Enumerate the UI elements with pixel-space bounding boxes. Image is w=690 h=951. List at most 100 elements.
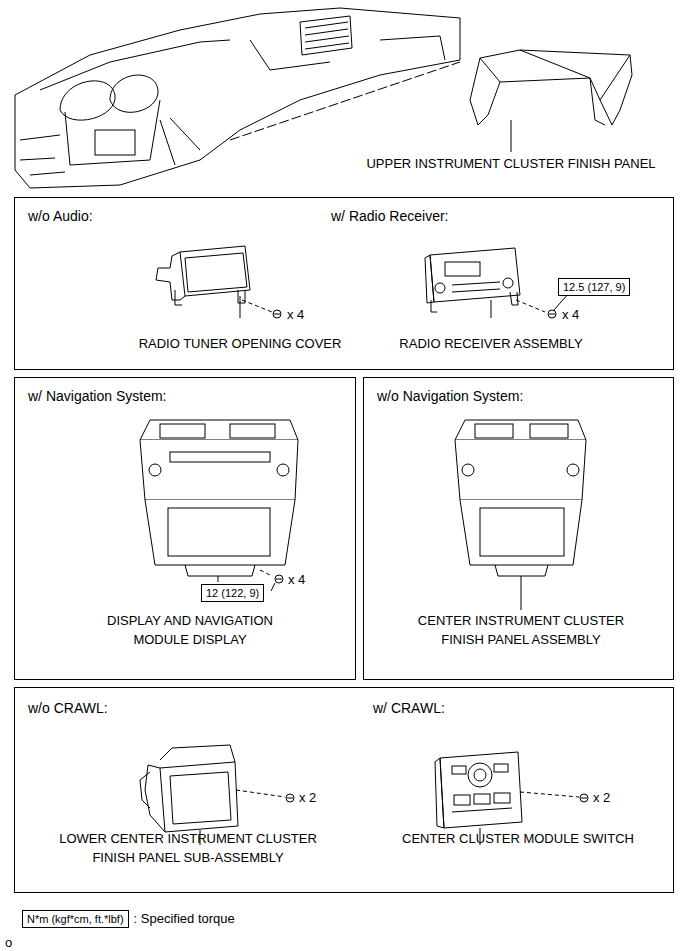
- bolt-symbol: [580, 794, 588, 802]
- upper-panel-drawing: [470, 50, 632, 152]
- radio-receiver-drawing: [510, 292, 518, 305]
- navigation-display-drawing: [277, 464, 289, 476]
- variant-heading: w/o Audio:: [28, 208, 93, 224]
- lower-panel-drawing: [170, 772, 231, 824]
- variant-heading: w/ Radio Receiver:: [331, 208, 449, 224]
- navigation-display-drawing: [185, 565, 255, 576]
- lower-panel-drawing: [236, 790, 285, 797]
- bolt-symbol: [276, 579, 282, 580]
- radio-receiver-drawing: [503, 278, 513, 288]
- navigation-display-drawing: [160, 424, 205, 438]
- part-name: RADIO RECEIVER ASSEMBLY: [366, 334, 616, 353]
- tuner-cover-drawing: [156, 252, 185, 300]
- radio-receiver-drawing: [430, 248, 520, 302]
- bolt-symbol: [273, 310, 281, 318]
- radio-receiver-drawing: [491, 300, 492, 318]
- dashboard-drawing: [60, 81, 115, 120]
- variant-heading: w/o Navigation System:: [377, 388, 523, 404]
- module-switch-drawing: [435, 758, 444, 828]
- dashboard-drawing: [95, 130, 135, 155]
- center-panel-drawing: [521, 576, 522, 610]
- bolt-symbol: [548, 310, 556, 318]
- dashboard-drawing: [65, 100, 160, 165]
- upper-panel-drawing: [470, 50, 632, 125]
- bolt-symbol: [287, 798, 293, 799]
- tuner-cover-drawing: [156, 246, 272, 318]
- dashboard-drawing: [20, 135, 65, 175]
- center-panel-drawing: [480, 508, 564, 556]
- quantity: x 4: [288, 570, 305, 589]
- module-switch-drawing: [474, 769, 486, 781]
- radio-receiver-drawing: [425, 255, 434, 303]
- lower-panel-drawing: [160, 762, 238, 832]
- center-panel-drawing: [495, 565, 548, 576]
- lower-panel-drawing: [160, 745, 235, 762]
- module-switch-drawing: [454, 795, 470, 805]
- navigation-display-drawing: [140, 420, 298, 591]
- torque-value: 12 (122, 9): [206, 587, 259, 599]
- navigation-display-drawing: [140, 420, 298, 440]
- tuner-cover-drawing: [185, 253, 247, 292]
- dashboard-drawing: [160, 118, 200, 165]
- bolt-symbol: [549, 314, 555, 315]
- bolt-symbol: [548, 310, 556, 318]
- radio-receiver-drawing: [516, 300, 545, 312]
- bolt-symbol: [286, 794, 294, 802]
- upper-panel-drawing: [480, 50, 630, 100]
- module-switch-drawing: [452, 766, 466, 774]
- module-switch-drawing: [468, 763, 492, 787]
- center-panel-drawing: [530, 424, 568, 438]
- variant-heading: w/ CRAWL:: [373, 700, 445, 716]
- center-panel-drawing: [475, 424, 513, 438]
- radio-receiver-drawing: [452, 282, 500, 292]
- variant-heading: w/ Navigation System:: [28, 388, 167, 404]
- part-name: CENTER INSTRUMENT CLUSTER FINISH PANEL A…: [396, 611, 646, 649]
- module-switch-drawing: [494, 793, 510, 803]
- radio-receiver-drawing: [435, 283, 445, 293]
- tuner-cover-drawing: [242, 300, 272, 312]
- navigation-display-drawing: [271, 583, 275, 591]
- part-name: CENTER CLUSTER MODULE SWITCH: [373, 829, 663, 848]
- dashboard-drawing: [230, 62, 460, 140]
- quantity: x 4: [562, 305, 579, 324]
- bolt-symbol: [580, 794, 588, 802]
- bolt-symbol: [286, 794, 294, 802]
- upper-panel-drawing: [511, 120, 512, 152]
- bolt-symbol: [581, 798, 587, 799]
- radio-receiver-drawing: [431, 300, 437, 312]
- module-switch-drawing: [520, 792, 579, 797]
- quantity: x 2: [299, 788, 316, 807]
- dashboard-drawing: [250, 36, 445, 70]
- module-switch-drawing: [474, 794, 490, 804]
- tuner-cover-drawing: [180, 246, 250, 296]
- bolt-symbol: [275, 575, 283, 583]
- quantity: x 2: [593, 788, 610, 807]
- navigation-display-drawing: [260, 570, 272, 576]
- center-panel-drawing: [455, 420, 586, 610]
- dashboard-drawing: [305, 22, 349, 49]
- torque-value: N*m (kgf*cm, ft.*lbf): [27, 913, 124, 925]
- radio-receiver-drawing: [445, 262, 480, 276]
- navigation-display-drawing: [168, 508, 270, 556]
- module-switch-drawing: [440, 752, 522, 828]
- navigation-display-drawing: [230, 424, 275, 438]
- center-panel-drawing: [455, 420, 586, 440]
- page-mark: o: [5, 933, 12, 951]
- module-switch-drawing: [452, 808, 512, 812]
- legend-torque-box: N*m (kgf*cm, ft.*lbf): [22, 910, 129, 928]
- lower-panel-drawing: [140, 745, 285, 845]
- navigation-display-drawing: [170, 452, 270, 462]
- center-panel-drawing: [455, 440, 586, 500]
- lower-panel-drawing: [145, 765, 165, 832]
- center-panel-drawing: [567, 464, 579, 476]
- bolt-symbol: [274, 314, 280, 315]
- part-name: RADIO TUNER OPENING COVER: [110, 334, 370, 353]
- dashboard-drawing: [300, 16, 352, 55]
- navigation-display-drawing: [140, 440, 298, 500]
- lower-panel-drawing: [140, 772, 150, 808]
- torque-box: 12 (122, 9): [201, 584, 264, 602]
- torque-value: 12.5 (127, 9): [563, 281, 625, 293]
- center-panel-drawing: [462, 464, 474, 476]
